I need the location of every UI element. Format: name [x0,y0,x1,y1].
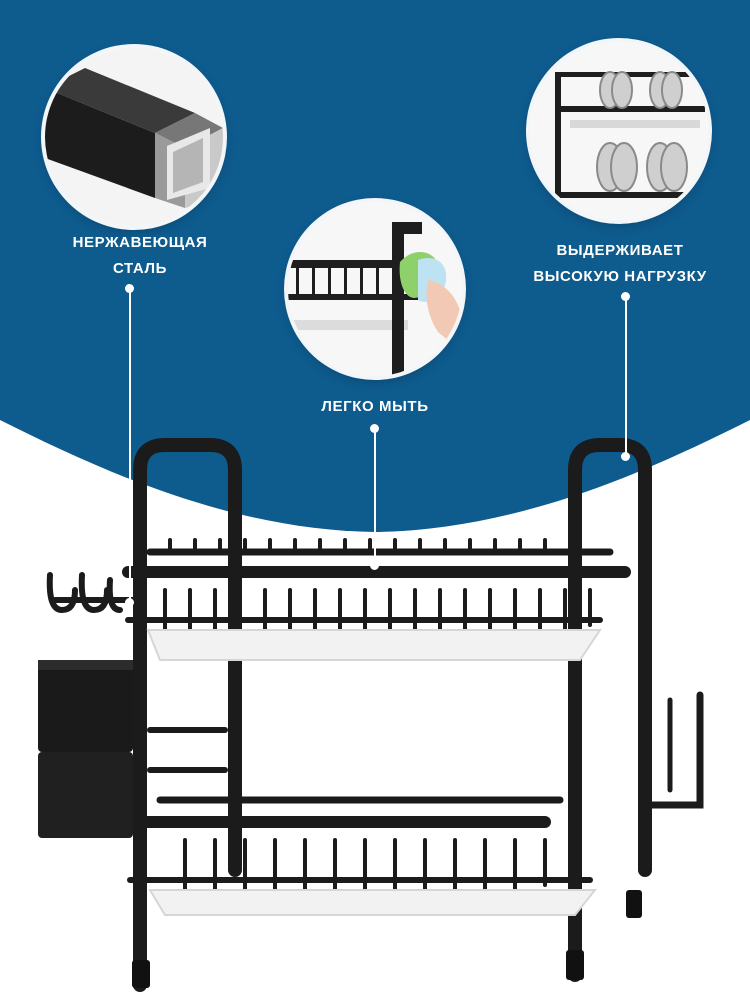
feature-label-steel-line1: НЕРЖАВЕЮЩАЯ [72,234,208,251]
feature-label-load-line1: ВЫДЕРЖИВАЕТ [556,242,684,259]
feature-label-steel-line2: СТАЛЬ [113,260,167,277]
feature-label-load: ВЫДЕРЖИВАЕТ ВЫСОКУЮ НАГРУЗКУ [500,238,740,290]
pointer-line-cleaning [374,432,376,566]
pointer-dot-steel-top [125,284,134,293]
pointer-dot-cleaning-top [370,424,379,433]
cleaning-closeup-circle [288,202,462,376]
cleaning-icon [288,202,462,376]
feature-label-cleaning: ЛЕГКО МЫТЬ [270,394,480,420]
feature-label-cleaning-line1: ЛЕГКО МЫТЬ [321,398,429,415]
dishes-load-icon [530,42,708,220]
pointer-dot-cleaning-bottom [370,561,379,570]
pointer-dot-load-bottom [621,452,630,461]
pointer-line-load [625,300,627,456]
feature-label-steel: НЕРЖАВЕЮЩАЯ СТАЛЬ [40,230,240,282]
load-closeup-circle [530,42,708,220]
feature-label-load-line2: ВЫСОКУЮ НАГРУЗКУ [533,268,707,285]
pointer-dot-steel-bottom [125,598,134,607]
pointer-dot-load-top [621,292,630,301]
pointer-line-steel [129,292,131,602]
